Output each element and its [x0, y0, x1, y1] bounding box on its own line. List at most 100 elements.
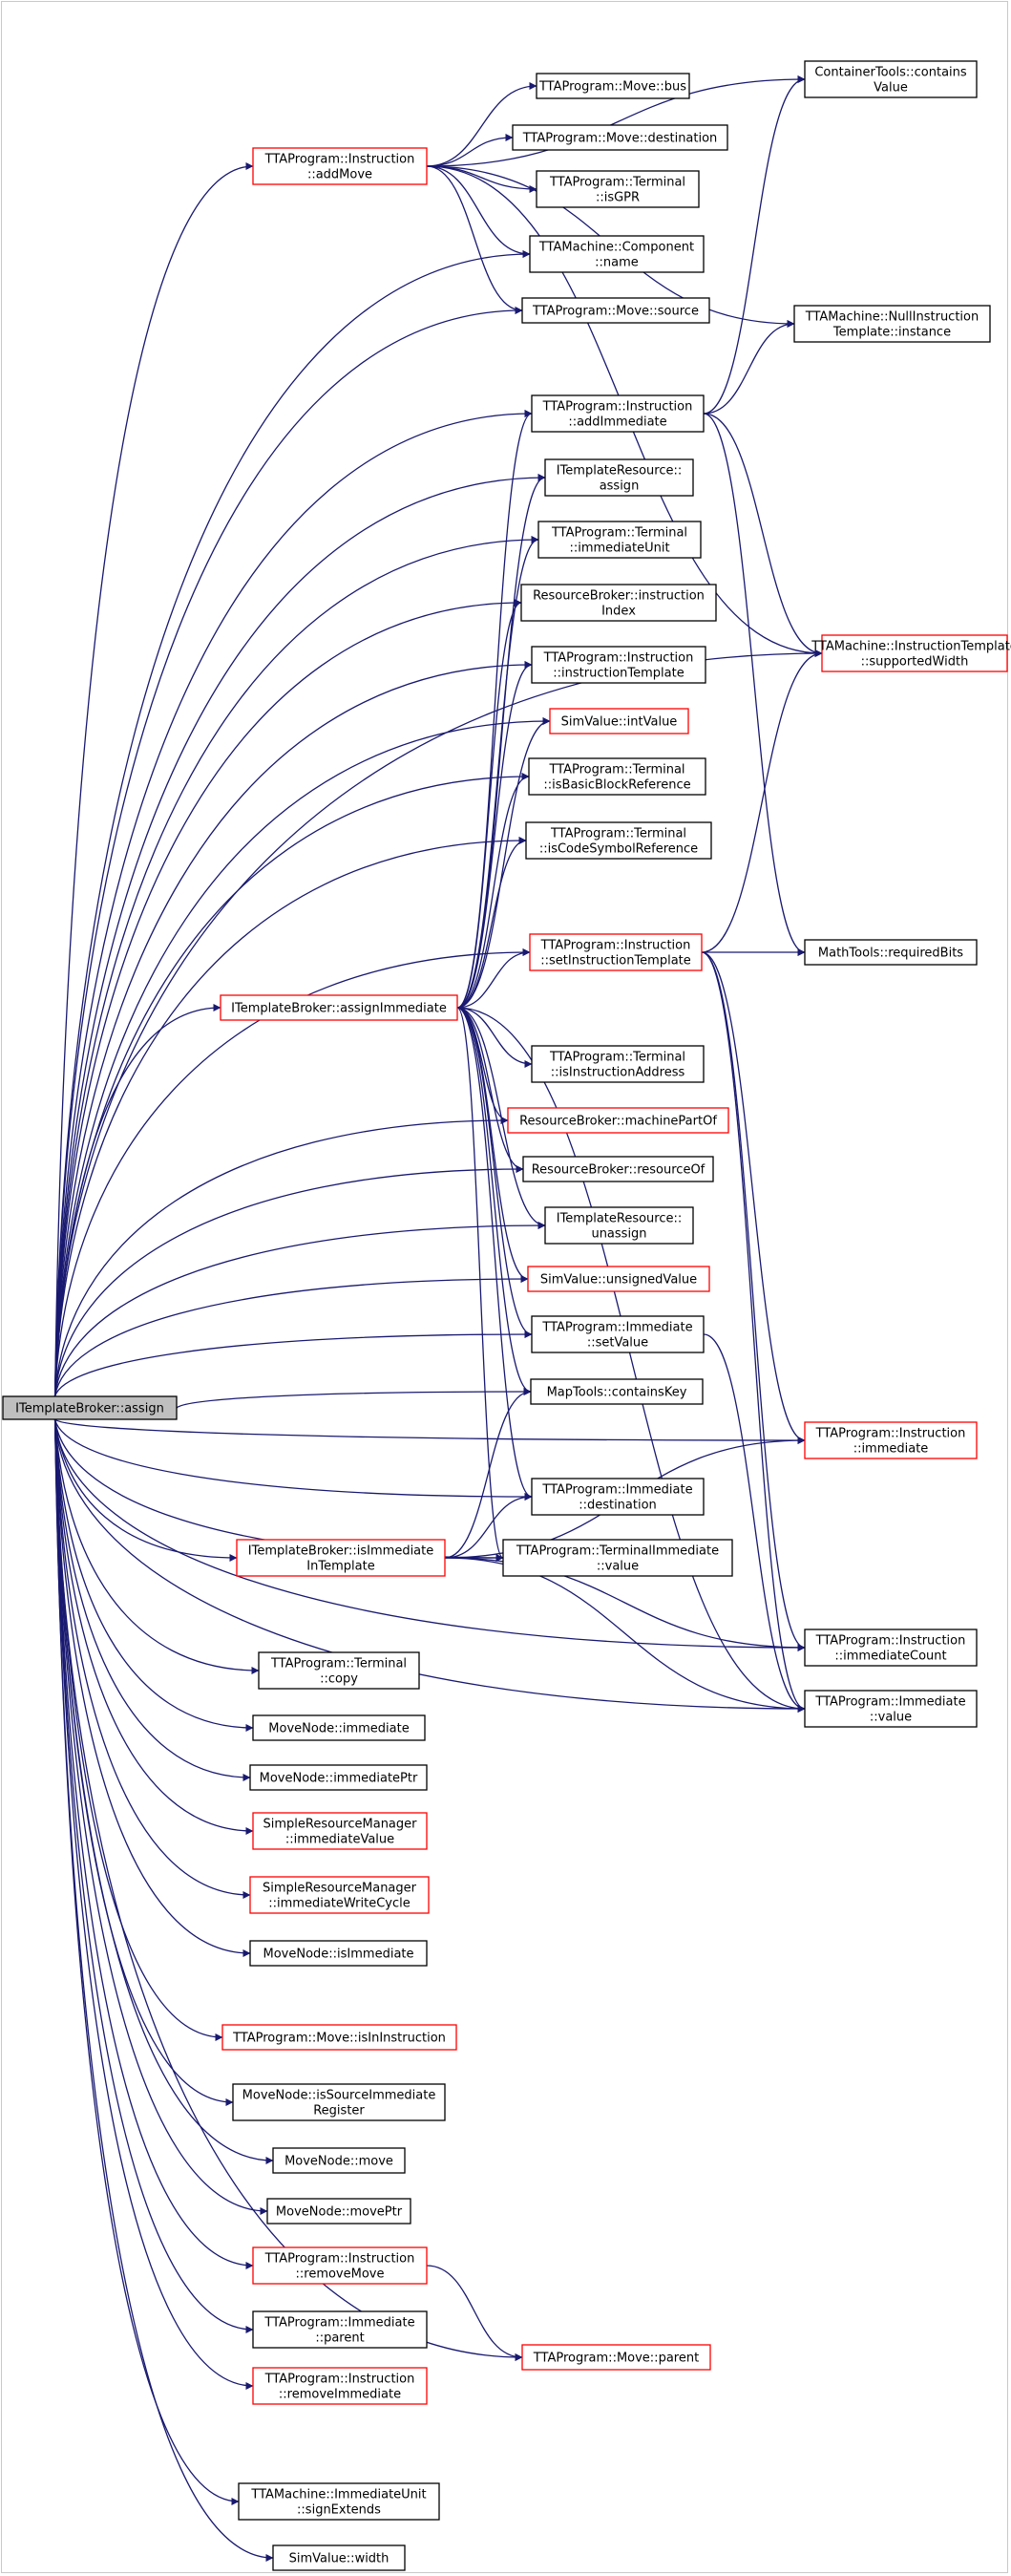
node-isCodeSym[interactable]: TTAProgram::Terminal::isCodeSymbolRefere…	[525, 821, 712, 860]
node-requiredBits[interactable]: MathTools::requiredBits	[804, 939, 978, 966]
node-label-containsValue-1: Value	[874, 81, 908, 96]
node-mnMovePtr[interactable]: MoveNode::movePtr	[266, 2198, 411, 2225]
node-mnImmediate[interactable]: MoveNode::immediate	[252, 1714, 426, 1741]
node-box-moveIsInInstr	[221, 2024, 457, 2051]
node-box-isCodeSym	[525, 821, 712, 860]
edge-root-to-signExtends	[53, 1418, 240, 2505]
node-label-supportedWidth-0: TTAMachine::InstructionTemplate	[811, 640, 1011, 654]
edge-assignImmediate-to-resourceOf	[456, 1007, 524, 1173]
node-removeMove[interactable]: TTAProgram::Instruction::removeMove	[252, 2246, 428, 2285]
node-compName[interactable]: TTAMachine::Component::name	[529, 235, 705, 273]
node-label-setInstrTemplate-1: ::setInstructionTemplate	[540, 954, 691, 969]
node-box-isInstrAddr	[531, 1045, 705, 1083]
node-srmImmWrite[interactable]: SimpleResourceManager::immediateWriteCyc…	[249, 1876, 430, 1914]
node-addMove[interactable]: TTAProgram::Instruction::addMove	[252, 147, 428, 185]
node-box-itrAssign	[544, 458, 694, 497]
node-box-addMove	[252, 147, 428, 185]
node-box-instrTemplate	[531, 646, 706, 684]
node-label-immCount-1: ::immediateCount	[834, 1650, 946, 1664]
node-label-isGPR-0: TTAProgram::Terminal	[549, 176, 685, 190]
node-signExtends[interactable]: TTAMachine::ImmediateUnit::signExtends	[238, 2482, 440, 2521]
node-nullInstr[interactable]: TTAMachine::NullInstructionTemplate::ins…	[793, 305, 991, 343]
node-box-containsKey	[530, 1378, 704, 1405]
node-setInstrTemplate[interactable]: TTAProgram::Instruction::setInstructionT…	[529, 933, 703, 971]
edge-root-to-immCount	[53, 1418, 806, 1651]
node-label-isImmInTemplate-1: InTemplate	[306, 1560, 374, 1574]
node-moveIsInInstr[interactable]: TTAProgram::Move::isInInstruction	[221, 2024, 457, 2051]
node-isGPR[interactable]: TTAProgram::Terminal::isGPR	[536, 170, 700, 208]
node-label-srmImmValue-0: SimpleResourceManager	[263, 1818, 418, 1832]
node-termImmValue[interactable]: TTAProgram::TerminalImmediate::value	[502, 1539, 733, 1577]
edge-assignImmediate-to-containsKey	[456, 1007, 532, 1395]
node-box-root	[2, 1395, 178, 1420]
node-label-addMove-0: TTAProgram::Instruction	[264, 153, 415, 167]
node-label-isImmInTemplate-0: ITemplateBroker::isImmediate	[248, 1544, 434, 1559]
node-label-termImmValue-1: ::value	[597, 1560, 639, 1574]
node-termCopy[interactable]: TTAProgram::Terminal::copy	[258, 1651, 420, 1690]
edge-root-to-mnImmediatePtr	[53, 1418, 251, 1781]
node-machinePartOf[interactable]: ResourceBroker::machinePartOf	[507, 1107, 729, 1134]
node-containsKey[interactable]: MapTools::containsKey	[530, 1378, 704, 1405]
node-immCount[interactable]: TTAProgram::Instruction::immediateCount	[804, 1629, 978, 1667]
node-resourceOf[interactable]: ResourceBroker::resourceOf	[522, 1156, 714, 1182]
node-label-containsValue-0: ContainerTools::contains	[814, 66, 967, 80]
node-label-immCount-0: TTAProgram::Instruction	[815, 1634, 966, 1649]
node-label-mnMovePtr-0: MoveNode::movePtr	[276, 2205, 403, 2220]
node-label-srmImmWrite-0: SimpleResourceManager	[263, 1882, 417, 1896]
edge-root-to-containsKey	[176, 1388, 532, 1409]
node-label-itrUnassign-1: unassign	[591, 1227, 646, 1242]
node-immValue[interactable]: TTAProgram::Immediate::value	[804, 1690, 978, 1728]
node-moveDest[interactable]: TTAProgram::Move::destination	[512, 124, 728, 151]
node-label-instrImmediate-0: TTAProgram::Instruction	[815, 1427, 966, 1441]
node-mnIsImmediate[interactable]: MoveNode::isImmediate	[249, 1940, 428, 1967]
node-srmImmValue[interactable]: SimpleResourceManager::immediateValue	[252, 1812, 428, 1850]
node-addImmediate[interactable]: TTAProgram::Instruction::addImmediate	[531, 394, 705, 433]
node-assignImmediate[interactable]: ITemplateBroker::assignImmediate	[220, 994, 458, 1021]
node-box-removeMove	[252, 2246, 428, 2285]
edge-assignImmediate-to-isInstrAddr	[456, 1007, 533, 1068]
node-isInstrAddr[interactable]: TTAProgram::Terminal::isInstructionAddre…	[531, 1045, 705, 1083]
node-instrTemplate[interactable]: TTAProgram::Instruction::instructionTemp…	[531, 646, 706, 684]
node-label-immUnit-1: ::immediateUnit	[569, 542, 669, 556]
node-removeImmediate[interactable]: TTAProgram::Instruction::removeImmediate	[252, 2367, 428, 2405]
node-supportedWidth[interactable]: TTAMachine::InstructionTemplate::support…	[811, 634, 1011, 672]
node-label-machinePartOf-0: ResourceBroker::machinePartOf	[519, 1115, 717, 1129]
edge-assignImmediate-to-isCodeSym	[456, 837, 527, 1009]
node-itrAssign[interactable]: ITemplateResource::assign	[544, 458, 694, 497]
node-immUnit[interactable]: TTAProgram::Terminal::immediateUnit	[537, 521, 702, 559]
node-immParent[interactable]: TTAProgram::Immediate::parent	[252, 2310, 428, 2349]
node-mnMove[interactable]: MoveNode::move	[272, 2147, 406, 2174]
edge-addImmediate-to-containsValue	[703, 75, 806, 415]
node-label-nullInstr-1: Template::instance	[832, 326, 951, 340]
edge-root-to-mnIsSrcImmReg	[53, 1418, 234, 2106]
node-unsignedValue[interactable]: SimValue::unsignedValue	[527, 1266, 710, 1292]
edge-root-to-machinePartOf	[53, 1117, 509, 1397]
node-intValue[interactable]: SimValue::intValue	[549, 708, 689, 734]
edge-assignImmediate-to-rbInstrIndex	[456, 599, 522, 1009]
node-label-mnImmediate-0: MoveNode::immediate	[268, 1722, 409, 1736]
node-immDest[interactable]: TTAProgram::Immediate::destination	[531, 1478, 705, 1516]
node-root[interactable]: ITemplateBroker::assign	[2, 1395, 178, 1420]
node-moveBus[interactable]: TTAProgram::Move::bus	[536, 73, 690, 99]
node-mnImmediatePtr[interactable]: MoveNode::immediatePtr	[249, 1764, 428, 1791]
node-box-assignImmediate	[220, 994, 458, 1021]
node-immSetValue[interactable]: TTAProgram::Immediate::setValue	[531, 1315, 705, 1353]
node-moveSource[interactable]: TTAProgram::Move::source	[521, 297, 710, 324]
node-label-instrTemplate-1: ::instructionTemplate	[553, 667, 684, 681]
node-label-mnImmediatePtr-0: MoveNode::immediatePtr	[260, 1772, 418, 1786]
node-simWidth[interactable]: SimValue::width	[272, 2544, 406, 2571]
node-isBBRef[interactable]: TTAProgram::Terminal::isBasicBlockRefere…	[528, 757, 706, 796]
edge-assignImmediate-to-immValue	[456, 1007, 806, 1713]
node-instrImmediate[interactable]: TTAProgram::Instruction::immediate	[804, 1421, 978, 1459]
edge-addMove-to-moveBus	[426, 82, 537, 167]
node-box-isBBRef	[528, 757, 706, 796]
node-label-rbInstrIndex-1: Index	[601, 605, 636, 619]
node-moveParent[interactable]: TTAProgram::Move::parent	[521, 2344, 711, 2371]
node-itrUnassign[interactable]: ITemplateResource::unassign	[544, 1206, 694, 1245]
edge-root-to-srmImmWrite	[53, 1418, 251, 1899]
edge-root-to-removeMove	[53, 1418, 254, 2269]
